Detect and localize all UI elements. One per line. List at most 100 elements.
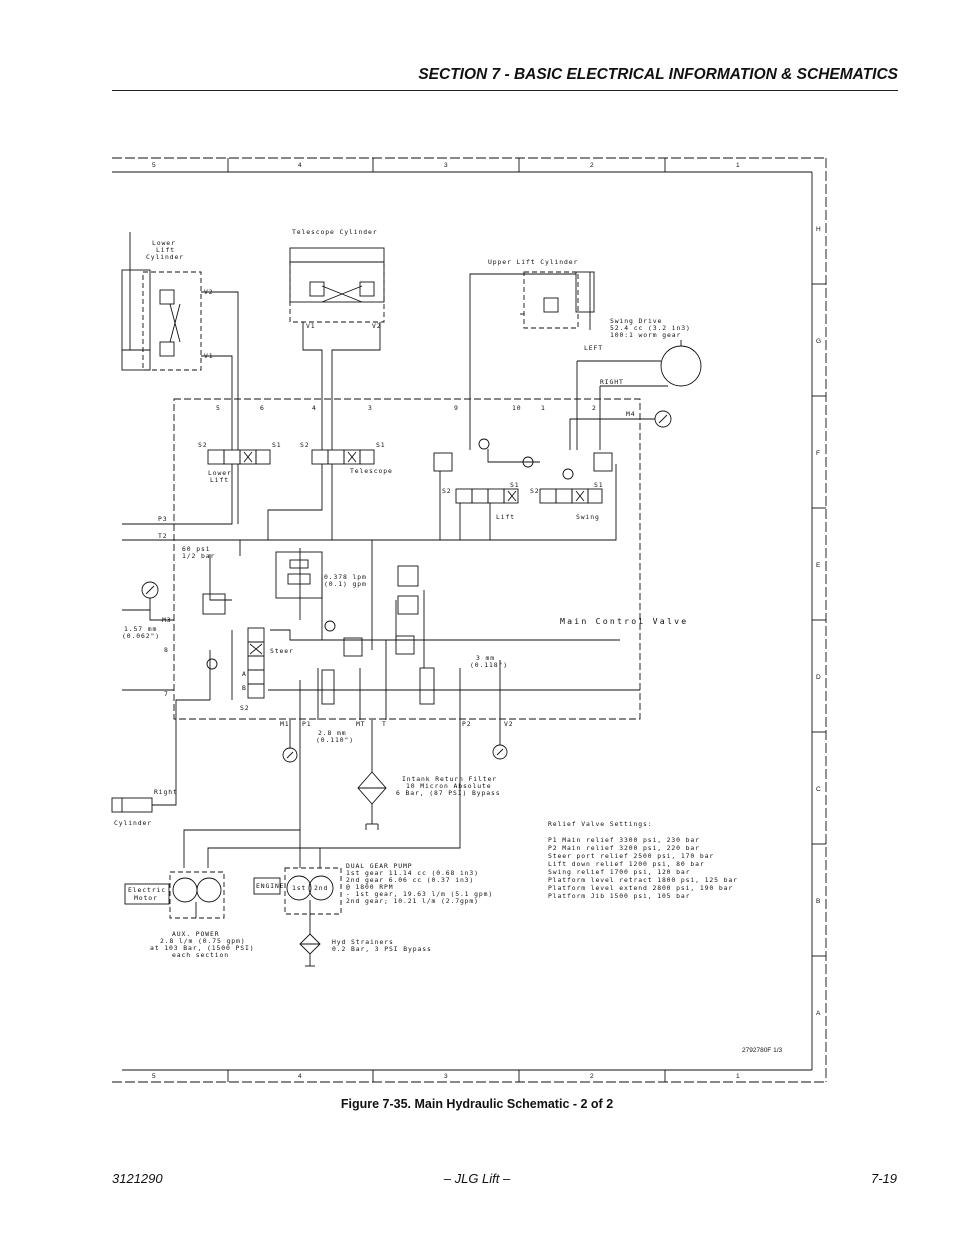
port-number: 10 [512,404,522,412]
relief-title: Relief Valve Settings: [548,820,652,828]
gauge-m1 [282,720,298,763]
electric-motor-label: Motor [134,894,158,902]
flow-control-label: 0.378 lpm [324,573,367,581]
steer-valve-label: Steer [270,647,294,655]
lower-lift-label: Lower [152,239,176,247]
orifice-label: (0.110") [316,736,354,744]
steer-cylinder [111,699,210,813]
zone-label: G [816,338,821,345]
zone-ticks [227,158,826,1082]
orifice-label: (0.118") [470,661,508,669]
figure-caption: Figure 7-35. Main Hydraulic Schematic - … [340,1097,614,1111]
aux-note: 2.8 l/m (0.75 gpm) [160,937,245,945]
lower-lift-valve-label: Lift [210,476,229,484]
gauge-v2 [492,720,508,760]
strainer-label: Hyd Strainers [332,938,394,946]
pump-note: 2nd gear 6.06 cc (0.37 in3) [346,876,474,884]
zone-labels-side: H G F E D C B A [816,226,821,1017]
zone-label: D [816,674,821,681]
zone-label: 1 [736,162,740,169]
left-label: LEFT [584,344,603,352]
pump-note: - 1st gear, 19.63 l/m (5.1 gpm) [346,890,493,898]
relief-line: P2 Main relief 3200 psi, 220 bar [548,844,700,852]
filter-label: 10 Micron Absolute [406,782,491,790]
relief-line: Swing relief 1700 psi, 120 bar [548,868,690,876]
flow-control-label: (0.1) gpm [324,580,367,588]
pump-note: 1st gear 11.14 cc (0.68 in3) [346,869,479,877]
pump-1st-label: 1st [292,884,306,892]
zone-label: E [816,562,821,569]
orifice-label: 3 mm [476,654,495,662]
zone-label: 3 [444,1073,448,1080]
solenoid-s2: S2 [442,487,452,495]
right-label: RIGHT [600,378,624,386]
port-number: 9 [454,404,459,412]
port-b: B [242,684,247,692]
dual-gear-pump-notes: DUAL GEAR PUMP 1st gear 11.14 cc (0.68 i… [346,862,493,905]
swing-drive-label: 52.4 cc (3.2 in3) [610,324,691,332]
footer-page-number: 7-19 [870,1171,897,1186]
solenoid-s2: S2 [530,487,540,495]
zone-label: H [816,226,821,233]
zone-labels-bottom: 5 4 3 2 1 [152,1073,740,1080]
lift-valve-label: Lift [496,513,515,521]
lower-lift-label: Cylinder [146,253,184,261]
valve-steer [247,627,265,699]
swing-valve-label: Swing [576,513,600,521]
solenoid-s1: S1 [376,441,386,449]
cylinder-label: Cylinder [114,819,152,827]
port-number: 3 [368,404,373,412]
relief-line: Steer port relief 2500 psi, 170 bar [548,852,714,860]
engine-label: ENGINE [256,882,285,890]
footer-publisher: – JLG Lift – [443,1171,511,1186]
main-control-valve-box [173,398,641,720]
solenoid-s2: S2 [198,441,208,449]
relief-line: P1 Main relief 3300 psi, 230 bar [548,836,700,844]
aux-power-notes: AUX. POWER 2.8 l/m (0.75 gpm) at 103 Bar… [150,930,254,959]
footer-doc-number: 3121290 [112,1171,163,1186]
relief-valve-settings: Relief Valve Settings: P1 Main relief 33… [548,820,737,900]
main-control-valve-label: Main Control Valve [560,616,688,626]
zone-label: 1 [736,1073,740,1080]
pump-2nd-label: 2nd [314,884,328,892]
orifice-label: 2.8 mm [318,729,347,737]
zone-label: 4 [298,162,302,169]
port-v2: V2 [504,720,514,728]
strainer-label: 0.2 Bar, 3 PSI Bypass [332,945,432,953]
port-v2: V2 [204,288,214,296]
swing-drive-label: Swing Drive [610,317,662,325]
valve-swing [539,452,613,504]
telescope-valve-label: Telescope [350,467,393,475]
check-valve-label: 60 psi [182,545,211,553]
port-m3: M3 [162,616,172,624]
zone-label: A [816,1010,821,1017]
zone-label: 5 [152,162,156,169]
section-header: SECTION 7 - BASIC ELECTRICAL INFORMATION… [112,64,898,91]
port-v1: V1 [306,322,316,330]
lower-lift-label: Lift [156,246,175,254]
zone-label: B [816,898,820,905]
zone-label: 2 [590,162,594,169]
m4-label: M4 [626,410,636,418]
relief-valves [202,551,435,705]
port-p3: P3 [158,515,168,523]
upper-lift-cylinder [469,271,595,450]
orifice-label: 1.57 mm [124,625,157,633]
filter-label: 6 Bar, (87 PSI) Bypass [396,789,500,797]
orifice-label: (0.062") [122,632,160,640]
aux-note: each section [172,951,229,959]
telescope-cylinder-label: Telescope Cylinder [292,228,377,236]
port-8: 8 [164,646,169,654]
zone-label: 3 [444,162,448,169]
lower-lift-valve-label: Lower [208,469,232,477]
port-t: T [382,720,387,728]
zone-label: C [816,786,821,793]
aux-note: at 103 Bar, (1500 PSI) [150,944,254,952]
lower-lift-cylinder [121,232,239,450]
port-v2: V2 [372,322,382,330]
port-t2: T2 [158,532,168,540]
telescope-cylinder [289,247,385,450]
check-valve-label: 1/2 bar [182,552,215,560]
port-number: 2 [592,404,597,412]
